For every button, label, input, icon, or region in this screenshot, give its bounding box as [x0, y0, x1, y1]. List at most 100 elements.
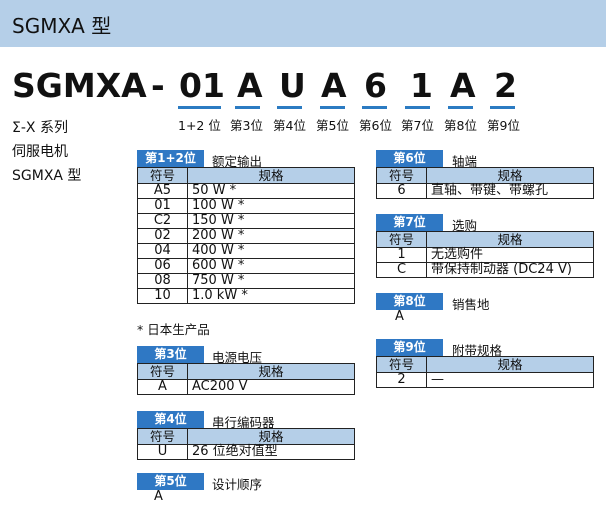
- column-header-spec: 规格: [187, 167, 355, 184]
- underline-1-2: [178, 106, 221, 109]
- position-label-3: 第3位: [230, 118, 263, 133]
- spec-cell: 100 W *: [187, 198, 355, 214]
- code-cell: C2: [137, 213, 188, 229]
- column-header-code: 符号: [376, 167, 427, 184]
- series-line-2: 伺服电机: [12, 144, 68, 160]
- spec-cell: 1.0 kW *: [187, 288, 355, 304]
- column-header-spec: 规格: [426, 167, 594, 184]
- spec-cell: 400 W *: [187, 243, 355, 259]
- position-label-1-2: 1+2 位: [178, 118, 221, 133]
- column-header-spec: 规格: [187, 363, 355, 380]
- model-digit-6: 6: [364, 66, 387, 105]
- table-attached-specs: 符号 规格 2—: [376, 356, 594, 388]
- spec-cell: AC200 V: [187, 379, 355, 395]
- column-header-spec: 规格: [426, 356, 594, 373]
- model-digit-7: 1: [410, 66, 433, 105]
- section-name-5: 设计顺序: [212, 477, 263, 492]
- section-tag-5: 第5位: [137, 473, 204, 490]
- model-prefix: SGMXA: [12, 66, 147, 105]
- section-name-3: 电源电压: [212, 350, 263, 365]
- code-cell: 10: [137, 288, 188, 304]
- spec-cell: 无选购件: [426, 247, 594, 263]
- spec-cell: 600 W *: [187, 258, 355, 274]
- underline-4: [277, 106, 302, 109]
- column-header-code: 符号: [376, 356, 427, 373]
- footnote-japan-made: * 日本生产品: [137, 322, 210, 337]
- code-cell: 2: [376, 372, 427, 388]
- section-tag-4: 第4位: [137, 411, 204, 428]
- column-header-spec: 规格: [187, 428, 355, 445]
- position-label-6: 第6位: [359, 118, 392, 133]
- spec-cell: 带保持制动器 (DC24 V): [426, 262, 594, 278]
- underline-9: [490, 106, 515, 109]
- section-name-9: 附带规格: [452, 343, 503, 358]
- model-digit-8: A: [450, 66, 476, 105]
- position-label-5: 第5位: [316, 118, 349, 133]
- model-digit-4: U: [279, 66, 306, 105]
- section-name-7: 选购: [452, 218, 478, 233]
- code-cell: 6: [376, 183, 427, 199]
- table-row: 2—: [376, 372, 594, 388]
- spec-cell: 直轴、带键、带螺孔: [426, 183, 594, 199]
- code-cell: 08: [137, 273, 188, 289]
- column-header-spec: 规格: [426, 231, 594, 248]
- spec-cell: 200 W *: [187, 228, 355, 244]
- code-cell: 02: [137, 228, 188, 244]
- section-tag-9: 第9位: [376, 339, 443, 356]
- underline-6: [362, 106, 387, 109]
- code-cell: 01: [137, 198, 188, 214]
- model-digit-9: 2: [494, 66, 517, 105]
- section-name-4: 串行编码器: [212, 415, 275, 430]
- underline-8: [448, 106, 473, 109]
- section-tag-7: 第7位: [376, 214, 443, 231]
- code-cell: U: [137, 444, 188, 460]
- code-cell: 1: [376, 247, 427, 263]
- spec-cell: —: [426, 372, 594, 388]
- section-tag-1-2: 第1+2位: [137, 150, 204, 167]
- page-title: SGMXA 型: [12, 14, 112, 38]
- underline-3: [235, 106, 260, 109]
- series-line-3: SGMXA 型: [12, 168, 82, 184]
- model-dash: -: [151, 66, 165, 105]
- spec-cell: 50 W *: [187, 183, 355, 199]
- column-header-code: 符号: [137, 363, 188, 380]
- column-header-code: 符号: [376, 231, 427, 248]
- code-cell: A5: [137, 183, 188, 199]
- section-name-1-2: 额定输出: [212, 154, 263, 169]
- section-name-6: 轴端: [452, 154, 478, 169]
- section-tag-8: 第8位: [376, 293, 443, 310]
- title-banner: [0, 0, 606, 47]
- column-header-code: 符号: [137, 167, 188, 184]
- sales-region-value: A: [395, 309, 404, 324]
- code-cell: 06: [137, 258, 188, 274]
- section-name-8: 销售地: [452, 297, 490, 312]
- series-line-1: Σ-X 系列: [12, 120, 68, 136]
- section-tag-6: 第6位: [376, 150, 443, 167]
- position-label-4: 第4位: [273, 118, 306, 133]
- underline-7: [405, 106, 430, 109]
- spec-cell: 150 W *: [187, 213, 355, 229]
- model-digit-5: A: [321, 66, 347, 105]
- code-cell: 04: [137, 243, 188, 259]
- model-digit-3: A: [237, 66, 263, 105]
- spec-cell: 750 W *: [187, 273, 355, 289]
- underline-5: [320, 106, 345, 109]
- column-header-code: 符号: [137, 428, 188, 445]
